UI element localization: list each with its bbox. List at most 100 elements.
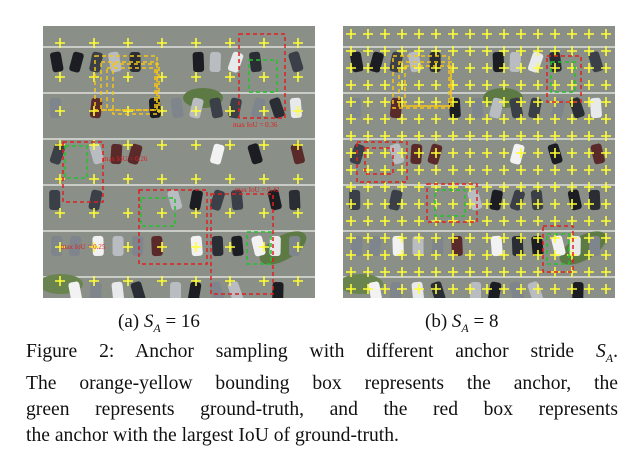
anchor-point-marker xyxy=(346,267,356,277)
best-anchor-box xyxy=(138,189,208,265)
anchor-point-marker xyxy=(397,216,407,226)
anchor-point-marker xyxy=(191,140,201,150)
anchor-point-marker xyxy=(601,199,611,209)
parked-car xyxy=(489,97,504,119)
anchor-point-marker xyxy=(482,114,492,124)
caption-line-1-text: Figure 2: Anchor sampling with different… xyxy=(26,341,596,362)
anchor-point-marker xyxy=(431,233,441,243)
anchor-point-marker xyxy=(465,97,475,107)
iou-label-4: max IoU = 0.25 xyxy=(61,243,106,251)
parked-car xyxy=(209,281,225,298)
anchor-point-marker xyxy=(516,114,526,124)
anchor-point-marker xyxy=(346,131,356,141)
best-anchor-box xyxy=(542,225,574,273)
anchor-point-marker xyxy=(567,284,577,294)
subcaption-a-variable: S xyxy=(143,311,154,332)
anchor-point-marker xyxy=(550,131,560,141)
subcaption-a: (a) SA = 16 xyxy=(118,311,200,336)
anchor-point-marker xyxy=(89,38,99,48)
iou-label-2: max IoU = 0.26 xyxy=(103,155,148,163)
anchor-point-marker xyxy=(346,165,356,175)
best-anchor-box xyxy=(238,33,286,119)
parked-car xyxy=(89,143,105,165)
anchor-point-marker xyxy=(550,46,560,56)
parked-car xyxy=(129,51,141,73)
anchor-point-marker xyxy=(431,216,441,226)
parked-car xyxy=(349,189,361,211)
lane-stripe xyxy=(43,276,315,278)
subcaption-a-prefix: (a) xyxy=(118,311,144,332)
anchor-point-marker xyxy=(516,250,526,260)
parked-car xyxy=(210,143,225,165)
anchor-point-marker xyxy=(191,174,201,184)
anchor-point-marker xyxy=(499,233,509,243)
parked-car xyxy=(389,281,402,298)
anchor-point-marker xyxy=(499,148,509,158)
anchor-point-marker xyxy=(516,148,526,158)
anchor-point-marker xyxy=(550,199,560,209)
anchor-point-marker xyxy=(567,233,577,243)
parked-car xyxy=(49,97,62,119)
anchor-point-marker xyxy=(89,106,99,116)
caption-period: . xyxy=(613,341,618,362)
anchor-point-marker xyxy=(584,182,594,192)
best-anchor-box xyxy=(62,141,104,203)
anchor-point-marker xyxy=(533,114,543,124)
anchor-point-marker xyxy=(499,284,509,294)
parked-car xyxy=(490,235,503,257)
parked-car xyxy=(92,235,104,257)
anchor-point-marker xyxy=(499,80,509,90)
anchor-point-marker xyxy=(516,131,526,141)
anchor-point-marker xyxy=(601,29,611,39)
anchor-point-marker xyxy=(431,148,441,158)
anchor-point-marker xyxy=(448,284,458,294)
anchor-point-marker xyxy=(516,29,526,39)
anchor-point-marker xyxy=(431,250,441,260)
anchor-point-marker xyxy=(363,29,373,39)
caption-variable: S xyxy=(595,341,606,362)
anchor-point-marker xyxy=(89,276,99,286)
parked-car xyxy=(427,143,443,165)
lane-stripe xyxy=(343,46,615,48)
anchor-point-marker xyxy=(465,233,475,243)
parked-car xyxy=(589,97,602,119)
parked-car xyxy=(368,235,382,257)
lane-stripe xyxy=(343,92,615,94)
anchor-point-marker xyxy=(397,148,407,158)
parked-car xyxy=(411,281,425,298)
anchor-point-marker xyxy=(89,174,99,184)
best-anchor-box xyxy=(356,141,408,183)
lane-stripe xyxy=(343,138,615,140)
anchor-point-marker xyxy=(601,97,611,107)
parked-car xyxy=(89,97,103,119)
anchor-point-marker xyxy=(448,250,458,260)
anchor-point-marker xyxy=(448,114,458,124)
anchor-point-marker xyxy=(448,165,458,175)
anchor-point-marker xyxy=(346,216,356,226)
parked-car xyxy=(392,235,404,257)
anchor-point-marker xyxy=(346,114,356,124)
parked-car xyxy=(412,235,424,257)
subcaption-b-prefix: (b) xyxy=(425,311,452,332)
anchor-point-marker xyxy=(448,233,458,243)
anchor-point-marker xyxy=(482,284,492,294)
parked-car xyxy=(368,281,382,298)
anchor-point-marker xyxy=(567,131,577,141)
iou-label-1: max IoU = 0.36 xyxy=(233,121,278,129)
anchor-point-marker xyxy=(414,114,424,124)
parked-car xyxy=(211,235,224,257)
anchor-point-marker xyxy=(533,233,543,243)
anchor-point-marker xyxy=(380,97,390,107)
best-anchor-box xyxy=(210,193,274,295)
parked-car xyxy=(192,51,205,73)
best-anchor-box xyxy=(546,55,582,103)
parked-car xyxy=(351,235,363,257)
parked-car xyxy=(492,51,505,73)
anchor-point-marker xyxy=(584,80,594,90)
anchor-point-marker xyxy=(414,80,424,90)
parked-car xyxy=(247,143,263,165)
anchor-point-marker xyxy=(533,199,543,209)
anchor-point-marker xyxy=(414,199,424,209)
anchor-point-marker xyxy=(601,267,611,277)
anchor-point-marker xyxy=(380,233,390,243)
